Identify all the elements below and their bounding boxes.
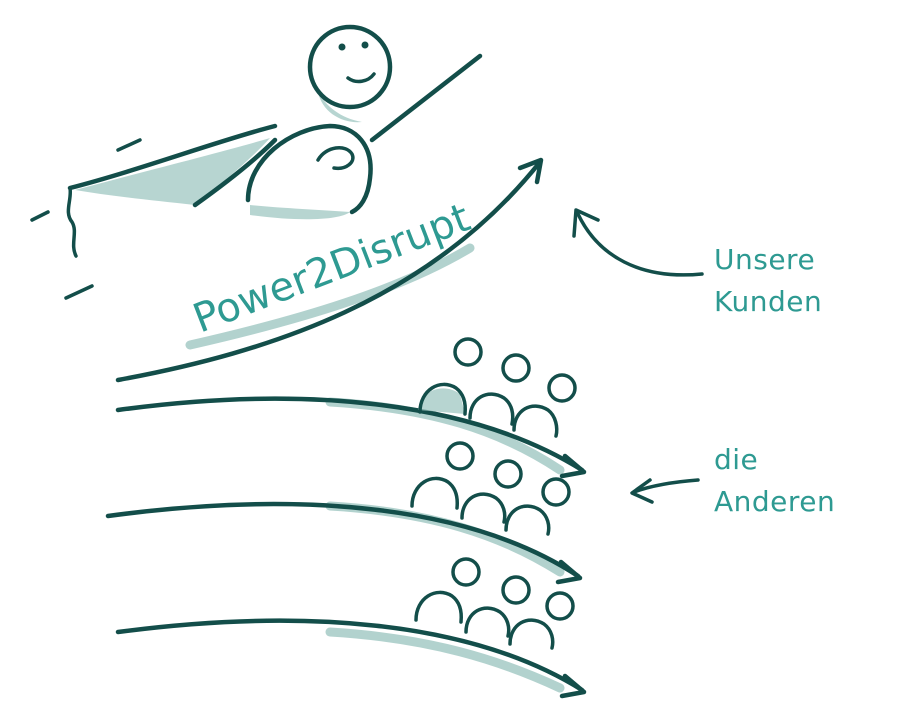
customers-label-line2: Kunden [714, 285, 823, 318]
people-group-icon [410, 337, 577, 650]
wave-arrow-icon [115, 157, 544, 383]
wave-arrow-icon [105, 501, 583, 585]
others-label-line1: die [714, 443, 759, 476]
pointer-arrow-icon [630, 478, 700, 504]
pointer-arrow-icon [572, 208, 704, 277]
others-label-line2: Anderen [714, 485, 836, 518]
superhero-stick-figure-icon [30, 24, 483, 300]
wave-arrow-icon [115, 396, 587, 479]
wave-arrow-icon [115, 618, 587, 699]
customers-label-line1: Unsere [714, 243, 816, 276]
